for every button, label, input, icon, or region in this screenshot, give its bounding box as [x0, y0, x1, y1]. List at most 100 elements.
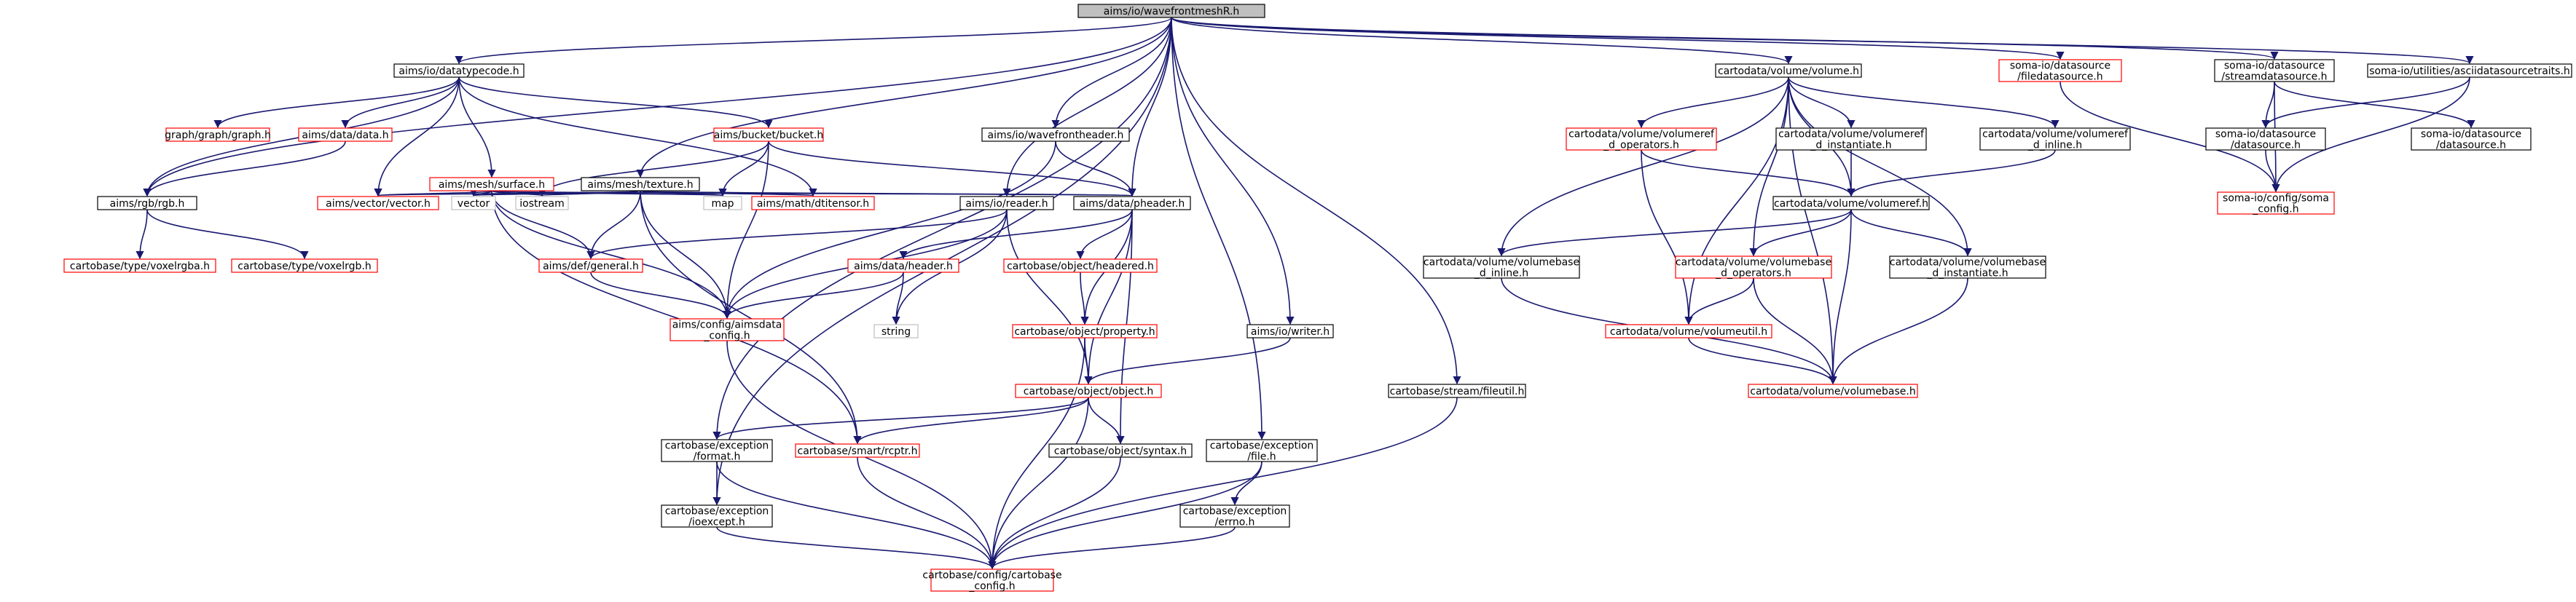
node-reader[interactable]: aims/io/reader.h: [959, 196, 1054, 210]
node-vr-operators[interactable]: cartodata/volume/volumeref_d_operators.h: [1566, 127, 1717, 151]
node-headered[interactable]: cartobase/object/headered.h: [1003, 258, 1158, 273]
edge-format-to-cartobase-config: [716, 461, 997, 570]
edge-line: [1749, 76, 1789, 257]
edge-datatypecode-to-vectorh: [374, 76, 460, 197]
node-graph[interactable]: graph/graph/graph.h: [165, 127, 271, 142]
edge-line: [1171, 17, 1793, 65]
edge-vb-operators-to-volumeutil: [1684, 277, 1754, 325]
node-vector[interactable]: vector: [451, 196, 496, 210]
edge-datatypecode-to-bucket: [458, 76, 773, 129]
node-box: [930, 569, 1054, 592]
node-dtitensor[interactable]: aims/math/dtitensor.h: [751, 196, 875, 210]
node-label: /ioexcept.h: [688, 517, 745, 528]
node-fileh[interactable]: cartobase/exception/file.h: [1206, 439, 1318, 463]
node-format[interactable]: cartobase/exception/format.h: [661, 439, 773, 463]
node-label: cartodata/volume/volumebase: [1890, 257, 2046, 269]
edge-volumeref-to-vb-inline: [1497, 209, 1852, 257]
edge-volume-to-vb-operators: [1749, 76, 1789, 257]
node-box: [1179, 504, 1290, 528]
node-label: cartobase/stream/fileutil.h: [1390, 386, 1525, 397]
edge-line: [1084, 337, 1093, 385]
edge-line: [1171, 17, 2065, 60]
node-volumeref[interactable]: cartodata/volume/volumeref.h: [1772, 196, 1930, 210]
node-vectorh[interactable]: aims/vector/vector.h: [317, 196, 439, 210]
node-asciidatasourcetraits[interactable]: soma-io/utilities/asciidatasourcetraits.…: [2367, 63, 2572, 78]
edge-line: [1684, 277, 1754, 325]
node-root[interactable]: aims/io/wavefrontmeshR.h: [1077, 4, 1265, 18]
node-cartobase-config[interactable]: cartobase/config/cartobase_config.h: [922, 569, 1062, 593]
edge-line: [1171, 17, 2279, 60]
node-aimsdata-config[interactable]: aims/config/aimsdata_config.h: [669, 318, 785, 342]
node-texture[interactable]: aims/mesh/texture.h: [581, 177, 700, 191]
edge-line: [768, 140, 1136, 197]
edge-wavefrontheader-to-pheader: [1055, 140, 1136, 197]
node-wavefrontheader[interactable]: aims/io/wavefrontheader.h: [981, 127, 1130, 142]
edge-line: [712, 17, 1172, 440]
node-vr-instantiate[interactable]: cartodata/volume/volumeref_d_instantiate…: [1775, 127, 1927, 151]
node-object[interactable]: cartobase/object/object.h: [1015, 384, 1162, 398]
edge-line: [723, 140, 769, 320]
node-ioexcept[interactable]: cartobase/exception/ioexcept.h: [661, 504, 773, 528]
node-vr-inline[interactable]: cartodata/volume/volumeref_d_inline.h: [1979, 127, 2131, 151]
node-label: /format.h: [694, 451, 741, 463]
node-voxelrgba[interactable]: cartobase/type/voxelrgba.h: [63, 258, 216, 273]
node-property[interactable]: cartobase/object/property.h: [1012, 324, 1158, 338]
node-surface[interactable]: aims/mesh/surface.h: [429, 177, 554, 191]
node-volume[interactable]: cartodata/volume/volume.h: [1715, 63, 1862, 78]
edge-root-to-pheader: [1128, 17, 1172, 197]
node-data[interactable]: aims/data/data.h: [298, 127, 393, 142]
node-label: _config.h: [968, 581, 1015, 593]
edge-line: [716, 526, 997, 570]
node-sio-datasource[interactable]: soma-io/datasource/datasource.h: [2205, 127, 2326, 151]
node-volumebase[interactable]: cartodata/volume/volumebase.h: [1748, 384, 1918, 398]
node-string[interactable]: string: [873, 324, 919, 338]
node-sio-datasource2[interactable]: soma-io/datasource/datasource.h: [2411, 127, 2532, 151]
edge-sio-datasource-to-soma-config: [2265, 149, 2280, 193]
node-label: soma-io/utilities/asciidatasourcetraits.…: [2369, 66, 2570, 77]
node-streamdatasource[interactable]: soma-io/datasource/streamdatasource.h: [2214, 59, 2335, 83]
edge-datatypecode-to-surface: [458, 76, 496, 178]
edge-volumeutil-to-volumebase: [1688, 337, 1837, 385]
node-fileutil[interactable]: cartobase/stream/fileutil.h: [1388, 384, 1526, 398]
edge-line: [491, 190, 595, 260]
edge-volumeref-to-volumebase: [1829, 209, 1852, 385]
node-box: [1748, 384, 1918, 398]
node-rgb[interactable]: aims/rgb/rgb.h: [97, 196, 197, 210]
node-box: [1605, 324, 1772, 338]
node-header[interactable]: aims/data/header.h: [847, 258, 959, 273]
edge-reader-to-object: [1006, 209, 1093, 385]
node-general[interactable]: aims/def/general.h: [538, 258, 643, 273]
node-label: map: [711, 198, 734, 210]
node-label: cartodata/volume/volumebase: [1676, 257, 1831, 269]
node-box: [538, 258, 643, 273]
edge-line: [1753, 277, 1837, 385]
node-box: [2367, 63, 2572, 78]
node-bucket[interactable]: aims/bucket/bucket.h: [713, 127, 824, 142]
node-label: cartobase/smart/rcptr.h: [798, 445, 918, 457]
edge-line: [1684, 76, 1789, 325]
node-syntax[interactable]: cartobase/object/syntax.h: [1048, 443, 1193, 458]
node-pheader[interactable]: aims/data/pheader.h: [1073, 196, 1191, 210]
node-vb-operators[interactable]: cartodata/volume/volumebase_d_operators.…: [1675, 256, 1832, 280]
edge-filedatasource-to-soma-config: [2059, 81, 2280, 193]
edge-surface-to-aimsdata-config: [491, 190, 731, 320]
node-errno[interactable]: cartobase/exception/errno.h: [1179, 504, 1290, 528]
node-rcptr[interactable]: cartobase/smart/rcptr.h: [795, 443, 920, 458]
node-iostream[interactable]: iostream: [515, 196, 569, 210]
node-voxelrgb[interactable]: cartobase/type/voxelrgb.h: [231, 258, 378, 273]
node-box: [393, 63, 525, 78]
node-filedatasource[interactable]: soma-io/datasource/filedatasource.h: [1998, 59, 2122, 83]
node-datatypecode[interactable]: aims/io/datatypecode.h: [393, 63, 525, 78]
node-volumeutil[interactable]: cartodata/volume/volumeutil.h: [1605, 324, 1772, 338]
edge-root-to-wavefrontheader: [1051, 17, 1172, 129]
node-map[interactable]: map: [703, 196, 742, 210]
node-vb-inline[interactable]: cartodata/volume/volumebase_d_inline.h: [1423, 256, 1580, 280]
node-soma-config[interactable]: soma-io/config/soma_config.h: [2217, 191, 2335, 215]
node-writer[interactable]: aims/io/writer.h: [1246, 324, 1334, 338]
edge-line: [1850, 209, 1972, 257]
node-box: [1073, 196, 1191, 210]
edge-vr-inline-to-volumeref: [1847, 149, 2056, 197]
node-vb-instantiate[interactable]: cartodata/volume/volumebase_d_instantiat…: [1889, 256, 2046, 280]
edge-object-to-syntax: [1088, 397, 1125, 445]
node-box: [1206, 439, 1318, 462]
